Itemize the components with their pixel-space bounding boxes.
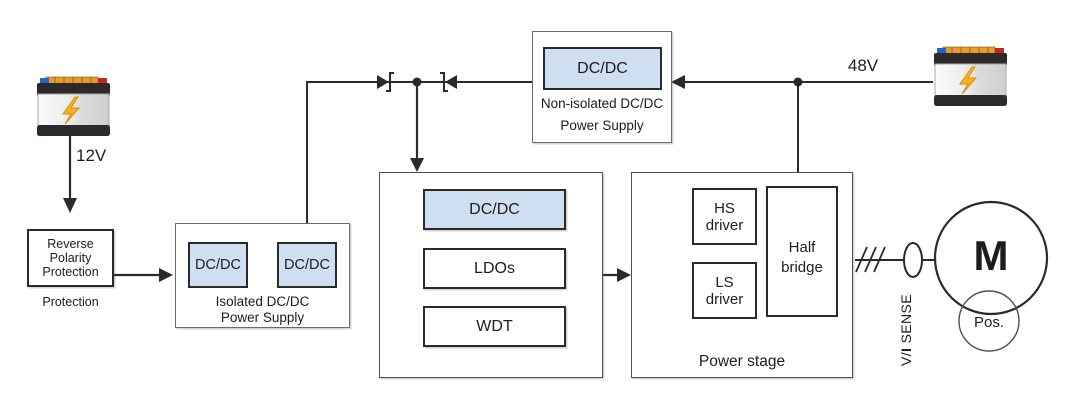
non-isolated-caption-line2: Power Supply: [560, 118, 644, 133]
motor-label: M: [973, 232, 1009, 279]
arrowhead-rpp-to-isolated: [159, 268, 173, 282]
reverse-polarity-protection-block: Reverse Polarity Protection: [27, 229, 114, 287]
isolated-caption-line2: Power Supply: [220, 309, 305, 325]
voltage-label-48v: 48V: [847, 56, 879, 75]
motor-circle: [933, 200, 1049, 316]
ls-driver-line2: driver: [705, 290, 744, 308]
diode-right-icon: [440, 72, 457, 92]
power-stage-caption: Power stage: [698, 353, 786, 370]
arrowhead-controller-to-powerstage: [617, 268, 631, 282]
non-isolated-dcdc-block: DC/DC: [543, 47, 662, 90]
arrowhead-12v: [63, 198, 77, 213]
wire-isolated-to-bus: [306, 81, 543, 223]
protection-caption: Protection: [42, 295, 99, 309]
half-bridge-line2: bridge: [781, 258, 823, 276]
ls-driver-block: LS driver: [692, 262, 757, 319]
isolated-dcdc-primary-block: DC/DC: [188, 242, 248, 288]
position-sensor-circle: [958, 290, 1020, 352]
controller-wdt-block: WDT: [423, 306, 566, 347]
rpp-line2: Polarity: [49, 251, 92, 265]
current-sense-loop-icon: [903, 242, 923, 278]
isolated-caption-line1: Isolated DC/DC: [215, 294, 310, 309]
half-bridge-block: Half bridge: [766, 186, 838, 317]
hs-driver-block: HS driver: [692, 188, 757, 245]
position-sensor-label: Pos.: [973, 314, 1004, 331]
diode-left-icon: [377, 72, 394, 92]
voltage-label-12v: 12V: [76, 146, 107, 165]
isolated-supply-caption: Isolated DC/DC Power Supply: [175, 294, 350, 325]
hs-driver-line1: HS: [714, 199, 735, 217]
non-isolated-caption-line1: Non-isolated DC/DC: [540, 96, 664, 111]
vi-sense-prefix: V/: [898, 352, 914, 367]
three-phase-slashes-icon: [855, 246, 886, 273]
vi-sense-suffix: SENSE: [898, 293, 914, 348]
vi-sense-label: V/I SENSE: [897, 270, 915, 390]
isolated-dcdc-secondary-block: DC/DC: [277, 242, 337, 288]
vi-sense-bold: I: [898, 347, 914, 353]
hs-driver-line2: driver: [705, 216, 744, 234]
arrowhead-bus-to-controller: [410, 158, 424, 172]
ls-driver-line1: LS: [715, 273, 734, 291]
non-isolated-supply-caption: Non-isolated DC/DC Power Supply: [532, 93, 672, 137]
battery-48v-icon: [933, 46, 1008, 107]
rpp-line3: Protection: [42, 265, 99, 279]
rpp-line1: Reverse: [47, 237, 94, 251]
controller-dcdc-block: DC/DC: [423, 189, 566, 230]
battery-12v-icon: [36, 76, 111, 137]
controller-ldos-block: LDOs: [423, 248, 566, 289]
half-bridge-line1: Half: [788, 239, 816, 256]
arrowhead-into-nonisolated: [671, 75, 685, 89]
